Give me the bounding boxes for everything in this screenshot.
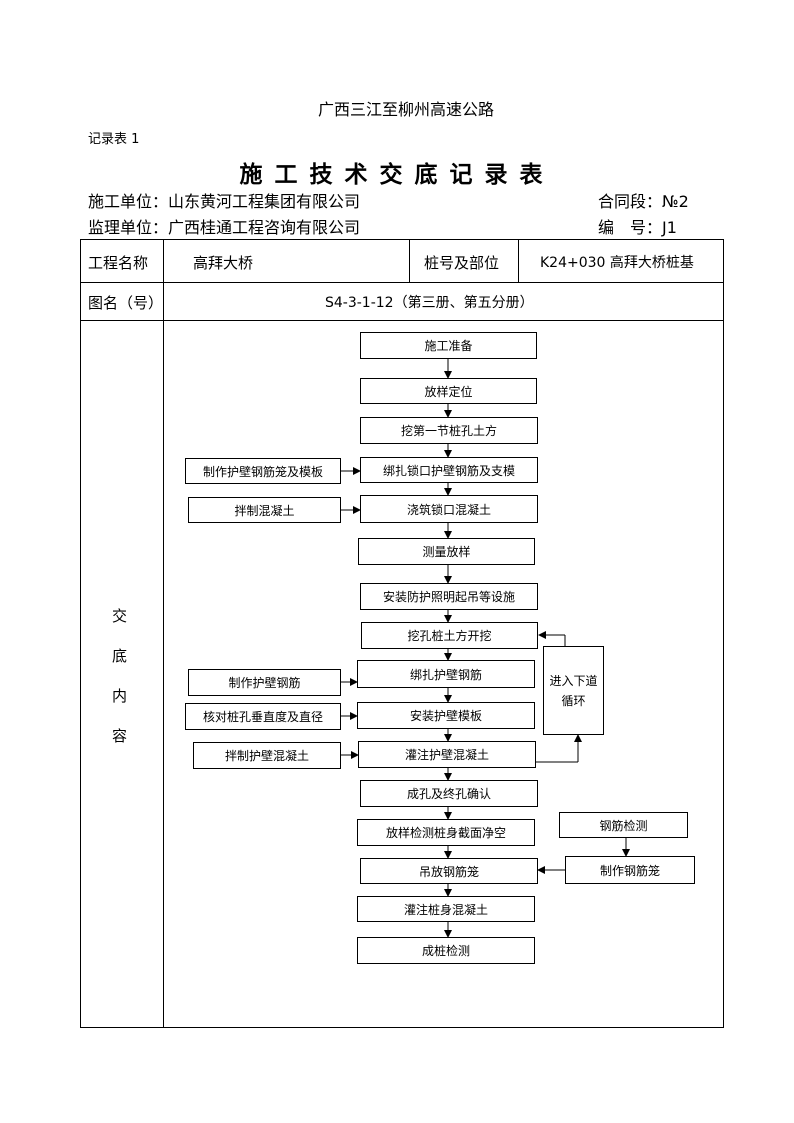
flow-step: 绑扎护壁钢筋 [357, 660, 535, 688]
table-row-line-2 [80, 320, 724, 321]
flow-step: 成桩检测 [357, 937, 535, 964]
flow-step: 安装防护照明起吊等设施 [360, 583, 538, 610]
drawing-label: 图名（号） [88, 294, 164, 312]
flow-step: 挖第一节桩孔土方 [360, 417, 538, 444]
flow-step: 放样定位 [360, 378, 537, 404]
flow-step: 灌注护壁混凝土 [358, 741, 536, 768]
loop-box: 进入下道循环 [543, 646, 604, 735]
construction-unit: 施工单位：山东黄河工程集团有限公司 [88, 192, 361, 211]
flow-step: 绑扎锁口护壁钢筋及支模 [360, 457, 538, 483]
flow-side-step: 拌制护壁混凝土 [193, 742, 341, 769]
serial-number: 编 号：J1 [598, 218, 677, 237]
table-border-bottom [80, 1027, 724, 1028]
flow-step: 灌注桩身混凝土 [357, 896, 535, 922]
project-name-label: 工程名称 [88, 254, 149, 272]
table-col-line-2 [409, 239, 410, 283]
flow-side-step: 制作钢筋笼 [565, 856, 695, 884]
flow-step: 施工准备 [360, 332, 537, 359]
flow-side-step: 制作护壁钢筋笼及模板 [185, 458, 341, 484]
project-name: 广西三江至柳州高速公路 [318, 100, 495, 119]
content-label-char: 底 [112, 647, 128, 665]
flow-side-step: 核对桩孔垂直度及直径 [185, 703, 341, 730]
flow-step: 放样检测桩身截面净空 [357, 819, 535, 846]
contract-section: 合同段：№2 [598, 192, 689, 211]
station-value: K24+030 高拜大桥桩基 [540, 255, 694, 271]
drawing-value: S4-3-1-12（第三册、第五分册） [325, 295, 534, 311]
loop-label: 进入下道循环 [549, 673, 598, 708]
table-border-left [80, 239, 81, 1028]
project-name-value: 高拜大桥 [193, 254, 254, 272]
flow-step: 浇筑锁口混凝土 [360, 495, 538, 523]
flow-step: 安装护壁模板 [357, 702, 535, 729]
content-label-char: 交 [112, 607, 128, 625]
table-border-top [80, 239, 724, 240]
table-row-line-1 [80, 282, 724, 283]
content-label-char: 内 [112, 687, 128, 705]
supervision-unit: 监理单位：广西桂通工程咨询有限公司 [88, 218, 361, 237]
flow-step: 测量放样 [358, 538, 535, 565]
document-title: 施工技术交底记录表 [239, 161, 555, 188]
table-border-right [723, 239, 724, 1028]
flow-side-step: 钢筋检测 [559, 812, 688, 838]
flow-step: 吊放钢筋笼 [360, 858, 538, 884]
flow-step: 挖孔桩土方开挖 [361, 622, 538, 649]
form-number: 记录表 1 [88, 132, 140, 147]
table-col-line-1 [163, 239, 164, 1028]
content-label-char: 容 [112, 727, 128, 745]
flow-side-step: 制作护壁钢筋 [188, 669, 341, 696]
table-col-line-3 [518, 239, 519, 283]
flow-step: 成孔及终孔确认 [360, 780, 538, 807]
flow-side-step: 拌制混凝土 [188, 497, 341, 523]
station-label: 桩号及部位 [424, 254, 500, 272]
